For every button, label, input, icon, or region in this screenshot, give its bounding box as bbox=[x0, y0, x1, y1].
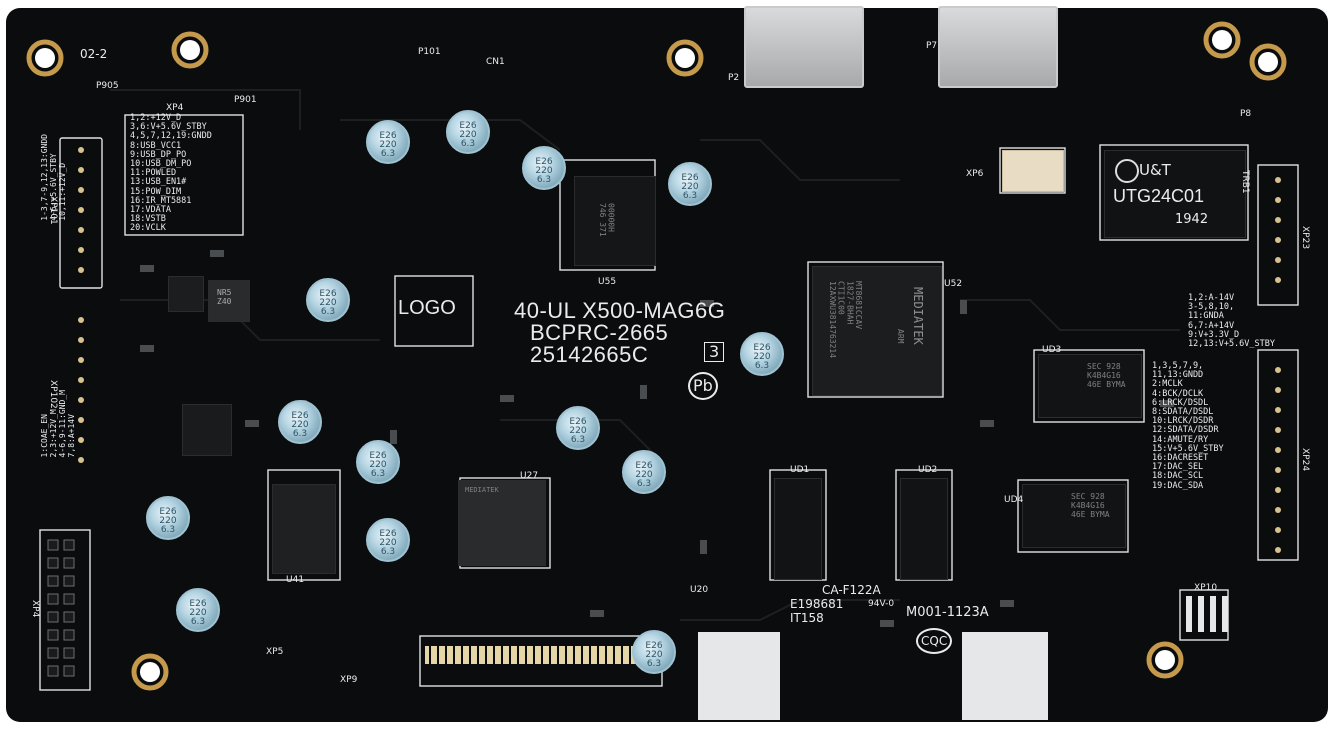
ref-xp24: XP24 bbox=[1300, 448, 1310, 472]
ref-xp4-bottom: XP4 bbox=[30, 600, 40, 618]
ref-trb1: TRB1 bbox=[1240, 170, 1250, 194]
ref-ud2: UD2 bbox=[918, 465, 938, 475]
ram-ud2 bbox=[900, 478, 948, 580]
cqc-mark: CQC bbox=[916, 628, 953, 654]
ref-xp101: XP101 bbox=[48, 196, 58, 225]
ram-ud1 bbox=[774, 478, 822, 580]
ref-xp5: XP5 bbox=[266, 647, 284, 657]
pin-notes-xp4: 1,2:+12V_D 3,6:V+5.6V_STBY 4,5,7,12,19:G… bbox=[130, 113, 212, 234]
pin-notes-xp101: 1-3,7-9,12,13:GNDD 4-6:+5.6V_STBY 10,11:… bbox=[40, 134, 67, 221]
ut-model: UTG24C01 bbox=[1113, 186, 1205, 206]
fp3-chip bbox=[182, 404, 232, 456]
mediatek-main-chip: MEDIATEK MT8681CCAV 1827-BHAH CTI1C00 12… bbox=[812, 266, 942, 396]
model-line-1: 40-UL X500-MAG6G bbox=[514, 298, 726, 323]
chip-brand: MEDIATEK bbox=[911, 287, 926, 345]
ref-p8: P8 bbox=[1240, 109, 1252, 119]
ref-u27: U27 bbox=[520, 471, 539, 481]
cert-code: E198681 bbox=[790, 597, 844, 611]
model-line-2: BCPRC-2665 bbox=[530, 320, 669, 345]
ref-ud4: UD4 bbox=[1004, 495, 1024, 505]
ref-xp6: XP6 bbox=[966, 169, 984, 179]
flame-rating: 94V-0 bbox=[868, 599, 895, 609]
chip-model-lines: MT8681CCAV 1827-BHAH CTI1C00 12AXWU38147… bbox=[827, 281, 864, 359]
ref-xp10: XP10 bbox=[1194, 583, 1218, 593]
pb-mark: Pb bbox=[688, 372, 718, 400]
board-id: M001-1123A bbox=[906, 605, 989, 620]
chip-brand-small: MEDIATEK bbox=[465, 486, 499, 494]
qfn-chip bbox=[168, 276, 204, 312]
rev-box: 3 bbox=[704, 342, 725, 362]
ref-p901: P901 bbox=[234, 95, 257, 105]
ref-u41: U41 bbox=[286, 575, 305, 585]
ram-ud4-marking: SEC 928 K4B4G16 46E BYMA bbox=[1071, 492, 1110, 519]
ref-ud3: UD3 bbox=[1042, 345, 1062, 355]
ref-u52: U52 bbox=[944, 279, 963, 289]
u55-marking: 00000H 746 371 bbox=[597, 203, 616, 237]
ram-ud3-marking: SEC 928 K4B4G16 46E BYMA bbox=[1087, 362, 1126, 389]
ref-p7: P7 bbox=[926, 41, 938, 51]
it-code: IT158 bbox=[790, 611, 824, 625]
ref-p905: P905 bbox=[96, 81, 119, 91]
mediatek-small-chip: MEDIATEK bbox=[458, 480, 546, 566]
ref-xp4-top: XP4 bbox=[166, 103, 184, 113]
u41-regulator bbox=[272, 484, 336, 574]
metal-pad-right bbox=[962, 632, 1048, 720]
white-connector-xp6 bbox=[1002, 150, 1064, 192]
model-line-3: 25142665C bbox=[530, 342, 649, 367]
ref-ud1: UD1 bbox=[790, 465, 810, 475]
hdmi-port-p2 bbox=[744, 6, 864, 88]
ref-xp102: XP102 bbox=[48, 380, 58, 409]
ut-brand: U&T bbox=[1139, 161, 1171, 179]
ut-logo-icon bbox=[1115, 159, 1139, 183]
ref-u55: U55 bbox=[598, 277, 617, 287]
ref-u20: U20 bbox=[690, 585, 709, 595]
logo-box: LOGO bbox=[398, 297, 456, 319]
ref-p101: P101 bbox=[418, 47, 441, 57]
ut-date: 1942 bbox=[1175, 212, 1209, 227]
pin-notes-xp102: 1:COAE_EN 2,3:+12V_M 4-6,9-11:GND_M 7,8:… bbox=[40, 390, 76, 458]
ref-xp23: XP23 bbox=[1300, 226, 1310, 250]
hdmi-port-p7 bbox=[938, 6, 1058, 88]
metal-pad-left bbox=[698, 632, 780, 720]
inductor: NR5 Z40 bbox=[208, 280, 250, 322]
ram-ud4: SEC 928 K4B4G16 46E BYMA bbox=[1022, 484, 1126, 548]
ut-chip: U&T UTG24C01 1942 bbox=[1104, 150, 1246, 238]
ref-cn1: CN1 bbox=[486, 57, 505, 67]
ref-p2: P2 bbox=[728, 73, 740, 83]
pin-notes-xp24: 1,3,5,7,9, 11,13:GNDD 2:MCLK 4:BCK/DCLK … bbox=[1152, 361, 1224, 491]
chip-arm-label: ARM bbox=[895, 329, 905, 344]
ram-ud3: SEC 928 K4B4G16 46E BYMA bbox=[1038, 354, 1142, 418]
ref-xp9: XP9 bbox=[340, 675, 358, 685]
inductor-marking: NR5 Z40 bbox=[217, 288, 232, 306]
pin-notes-xp23: 1,2:A-14V 3-5,8,10, 11:GNDA 6,7:A+14V 9:… bbox=[1188, 293, 1275, 350]
ref-corner: 02-2 bbox=[80, 47, 108, 61]
cert-text: CA-F122A bbox=[822, 583, 881, 597]
u55-chip: 00000H 746 371 bbox=[574, 176, 656, 266]
